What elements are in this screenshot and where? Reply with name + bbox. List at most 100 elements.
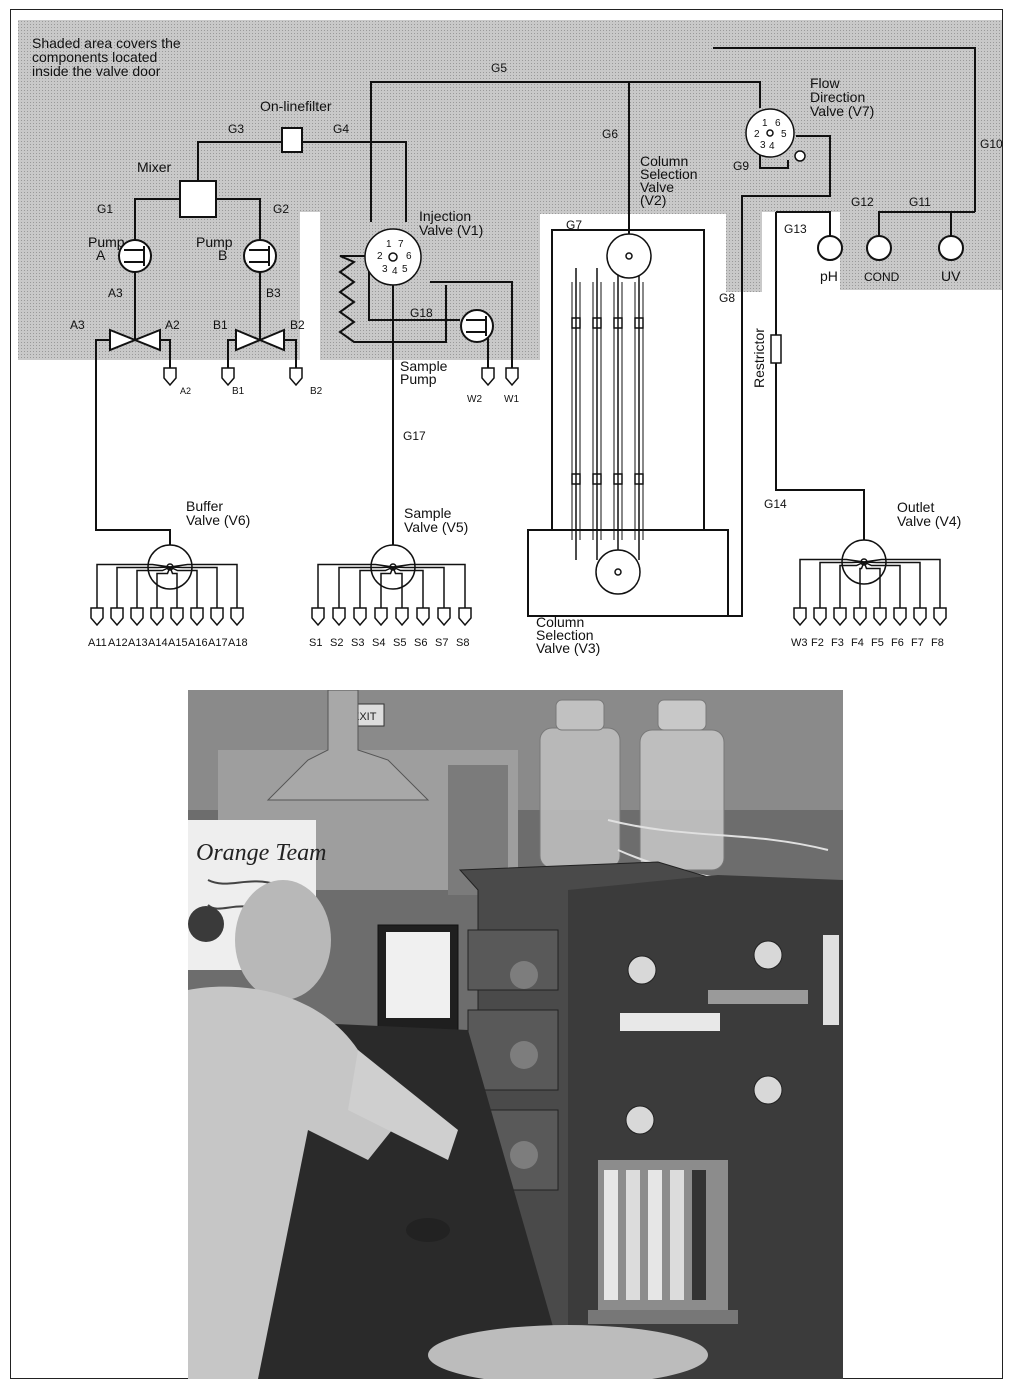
label-uv: UV [941, 268, 961, 284]
sample-pump [461, 310, 493, 342]
svg-text:G11: G11 [909, 195, 931, 209]
svg-text:W1: W1 [504, 394, 519, 405]
label-ph: pH [820, 268, 838, 284]
svg-text:G7: G7 [566, 218, 582, 232]
fraction-outlet-marker [834, 608, 846, 625]
svg-text:G5: G5 [491, 61, 507, 75]
buffer-outlet-label: A18 [228, 637, 248, 649]
lab-photo: EXIT Orange Team [188, 690, 843, 1379]
buffer-outlet-marker [231, 608, 243, 625]
buffer-outlet-marker [131, 608, 143, 625]
fraction-tubes [588, 1160, 738, 1324]
fraction-outlet-marker [814, 608, 826, 625]
svg-text:G4: G4 [333, 122, 349, 136]
fraction-outlet-marker [894, 608, 906, 625]
sample-outlet-marker [375, 608, 387, 625]
sample-outlet-label: S5 [393, 637, 406, 649]
pump-b [244, 240, 276, 272]
svg-text:A2: A2 [165, 318, 180, 332]
buffer-outlet-marker [211, 608, 223, 625]
svg-text:G1: G1 [97, 202, 113, 216]
sample-outlet-label: S1 [309, 637, 322, 649]
svg-text:3: 3 [760, 140, 766, 151]
svg-text:5: 5 [402, 264, 408, 275]
fraction-outlet-label: F6 [891, 637, 904, 649]
label-restrictor: Restrictor [751, 328, 767, 388]
fraction-outlet-marker [794, 608, 806, 625]
sample-outlet-label: S7 [435, 637, 448, 649]
column-selection-valve-v2 [607, 234, 651, 278]
label-mixer: Mixer [137, 159, 172, 175]
fraction-outlet-marker [874, 608, 886, 625]
svg-text:1: 1 [762, 118, 768, 129]
sample-outlet-label: S4 [372, 637, 385, 649]
mixer-box [180, 181, 216, 217]
svg-text:6: 6 [406, 251, 412, 262]
svg-text:G17: G17 [403, 429, 426, 443]
svg-text:G18: G18 [410, 306, 433, 320]
label-on-line-filter: On-linefilter [260, 98, 332, 114]
svg-text:2: 2 [377, 251, 383, 262]
fraction-outlet-label: W3 [791, 637, 808, 649]
svg-text:A2: A2 [180, 386, 191, 396]
svg-text:G3: G3 [228, 122, 244, 136]
buffer-outlet-label: A13 [128, 637, 148, 649]
fraction-outlet-marker [914, 608, 926, 625]
outlet-markers-top [164, 368, 518, 385]
sample-outlet-marker [333, 608, 345, 625]
buffer-outlet-label: A16 [188, 637, 208, 649]
sample-outlet-marker [396, 608, 408, 625]
svg-text:B1: B1 [213, 318, 228, 332]
fraction-outlet-marker [854, 608, 866, 625]
fraction-outlet-line [864, 562, 880, 608]
svg-text:2: 2 [754, 129, 760, 140]
restrictor-box [771, 335, 781, 363]
fraction-outlet-marker [934, 608, 946, 625]
svg-text:W2: W2 [467, 394, 482, 405]
sample-outlet-marker [438, 608, 450, 625]
buffer-outlet-label: A15 [168, 637, 188, 649]
fraction-outlet-label: F2 [811, 637, 824, 649]
buffer-outlet-label: A11 [88, 637, 107, 649]
svg-text:G14: G14 [764, 497, 787, 511]
outlet-fan-lines [97, 560, 940, 609]
svg-text:G9: G9 [733, 159, 749, 173]
line-restrictor-b [776, 363, 864, 540]
svg-text:B1: B1 [232, 386, 245, 397]
sample-outlet-label: S8 [456, 637, 469, 649]
svg-text:A3: A3 [70, 318, 85, 332]
svg-text:G8: G8 [719, 291, 735, 305]
sample-outlet-marker [459, 608, 471, 625]
svg-text:G2: G2 [273, 202, 289, 216]
buffer-outlet-marker [111, 608, 123, 625]
svg-text:3: 3 [382, 264, 388, 275]
fraction-outlet-label: F7 [911, 637, 924, 649]
svg-text:B3: B3 [266, 286, 281, 300]
chromatography-flow-diagram: Shaded area covers the components locate… [0, 0, 1013, 690]
svg-text:6: 6 [775, 118, 781, 129]
valve-door-shaded-area [18, 20, 1002, 360]
sample-outlet-marker [354, 608, 366, 625]
column-selection-valve-v3 [596, 550, 640, 594]
svg-text:B2: B2 [290, 318, 305, 332]
svg-text:4: 4 [392, 266, 398, 277]
cond-sensor [867, 236, 891, 260]
label-cond: COND [864, 270, 900, 284]
buffer-outlet-marker [151, 608, 163, 625]
sample-outlet-label: S2 [330, 637, 343, 649]
sample-outlet-marker [417, 608, 429, 625]
fraction-outlet-label: F3 [831, 637, 844, 649]
ph-sensor [818, 236, 842, 260]
buffer-outlet-label: A17 [208, 637, 228, 649]
svg-text:G6: G6 [602, 127, 618, 141]
svg-text:G10: G10 [980, 137, 1003, 151]
buffer-outlet-marker [191, 608, 203, 625]
columns [572, 268, 643, 560]
buffer-outlet-label: A12 [108, 637, 128, 649]
fraction-outlet-label: F8 [931, 637, 944, 649]
fraction-outlet-label: F4 [851, 637, 864, 649]
